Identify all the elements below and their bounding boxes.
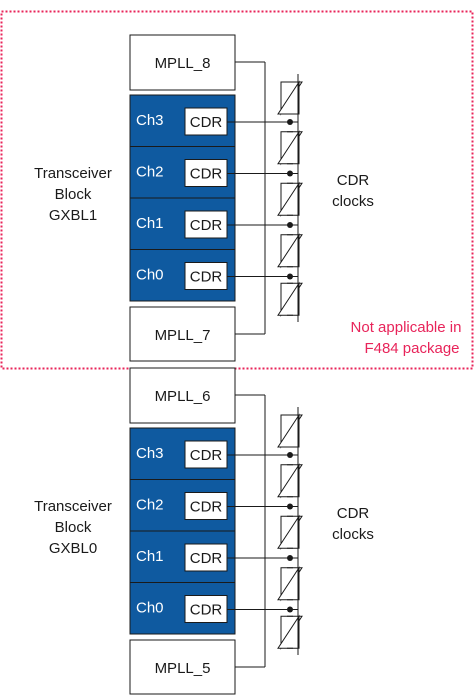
cdr-label: CDR [190,602,223,619]
cdr-label: CDR [190,447,223,464]
mpll-bottom-label: MPLL_5 [155,660,211,677]
junction-dot [287,503,293,510]
cdr-clocks-label-line: clocks [332,193,374,210]
bidirectional-buffer-icon [277,80,303,116]
junction-dot [287,222,293,228]
junction-dot [287,555,293,561]
block-label-line: GXBL1 [49,207,97,224]
bidirectional-buffer-icon [277,413,303,449]
mpll-bottom-label: MPLL_7 [155,327,211,344]
channel-label: Ch0 [136,600,164,617]
channel-label: Ch2 [136,164,164,181]
cdr-label: CDR [190,550,223,567]
cdr-box [184,492,228,520]
cdr-label: CDR [190,217,223,234]
block-label-line: Block [55,186,92,203]
bidirectional-buffer-icon [277,233,303,269]
mpll-box [129,306,236,362]
junction-dot [287,273,293,280]
bidirectional-buffer-icon [277,181,303,217]
channel-label: Ch2 [136,497,164,514]
cdr-label: CDR [190,269,223,286]
junction-dot [287,119,293,125]
mpll-box [129,34,236,91]
cdr-label: CDR [190,499,223,516]
bidirectional-buffer-icon [277,281,303,317]
bidirectional-buffer-icon [277,130,303,166]
junction-dot [287,170,293,177]
cdr-box [184,595,228,623]
channel-label: Ch1 [136,548,164,565]
cdr-label: CDR [190,114,223,131]
channel-label: Ch0 [136,267,164,284]
bidirectional-buffer-icon [277,566,303,602]
cdr-label: CDR [190,166,223,183]
channel-label: Ch3 [136,112,164,129]
block-label-line: Transceiver [34,498,112,515]
not-applicable-note: Not applicable in [351,319,462,336]
mpll-top-label: MPLL_6 [155,388,211,405]
bidirectional-buffer-icon [277,614,303,650]
junction-dot [287,452,293,458]
bidirectional-buffer-icon [277,463,303,499]
channel-label: Ch1 [136,215,164,232]
cdr-clocks-label-line: CDR [337,505,370,522]
not-applicable-note: F484 package [364,340,459,357]
cdr-box [184,543,228,572]
block-label-line: Transceiver [34,165,112,182]
not-applicable-boundary [0,10,474,370]
mpll-top-label: MPLL_8 [155,55,211,72]
cdr-box [184,440,228,469]
junction-dot [287,606,293,613]
channel-label: Ch3 [136,445,164,462]
cdr-clocks-label-line: clocks [332,526,374,543]
block-label-line: GXBL0 [49,540,97,557]
bidirectional-buffer-icon [277,514,303,550]
block-label-line: Block [55,519,92,536]
mpll-box [129,367,236,424]
cdr-clocks-label-line: CDR [337,172,370,189]
